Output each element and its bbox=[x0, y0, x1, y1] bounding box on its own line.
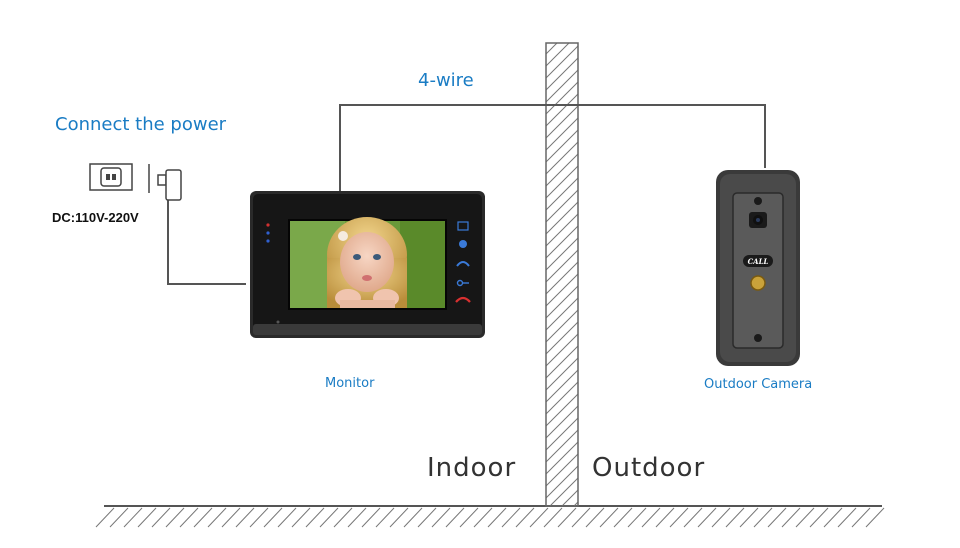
ground-hatch-line bbox=[291, 507, 311, 528]
ground-hatch-line bbox=[473, 507, 493, 528]
ground-hatch-line bbox=[417, 507, 437, 528]
ground-hatch-line bbox=[487, 507, 507, 528]
ground-hatch-line bbox=[683, 507, 703, 528]
ground-hatch-line bbox=[543, 507, 563, 528]
ground-hatch-line bbox=[389, 507, 409, 528]
monitor-talk-button-icon[interactable] bbox=[456, 261, 470, 267]
ground-hatch-line bbox=[151, 507, 171, 528]
ground-hatch-line bbox=[95, 507, 115, 528]
monitor-device bbox=[250, 191, 485, 338]
ground-hatch-line bbox=[193, 507, 213, 528]
ground-hatch-line bbox=[599, 507, 619, 528]
monitor-label: Monitor bbox=[325, 376, 375, 391]
ground-hatch-line bbox=[235, 507, 255, 528]
ground-hatch-line bbox=[515, 507, 535, 528]
ground-hatch-line bbox=[249, 507, 269, 528]
ground-hatch-line bbox=[501, 507, 521, 528]
ground-hatch-line bbox=[445, 507, 465, 528]
ground-hatch-line bbox=[781, 507, 801, 528]
wall bbox=[545, 42, 579, 507]
ground-hatch-line bbox=[669, 507, 689, 528]
ground-hatch-line bbox=[809, 507, 829, 528]
ground-hatch-line bbox=[165, 507, 185, 528]
voltage-label: DC:110V-220V bbox=[52, 210, 139, 225]
ground-hatch-line bbox=[711, 507, 731, 528]
indoor-label: Indoor bbox=[427, 453, 517, 483]
monitor-hangup-button-icon[interactable] bbox=[455, 296, 471, 303]
call-label: CALL bbox=[748, 257, 769, 266]
outdoor-camera-label: Outdoor Camera bbox=[704, 377, 813, 392]
monitor-intercom-button-icon[interactable] bbox=[459, 240, 467, 248]
connect-power-label: Connect the power bbox=[55, 114, 227, 135]
ground-hatch-line bbox=[137, 507, 157, 528]
call-button[interactable] bbox=[750, 275, 766, 291]
ground-hatch-line bbox=[361, 507, 381, 528]
power-outlet-icon bbox=[89, 163, 133, 191]
ground-hatch-line bbox=[459, 507, 479, 528]
monitor-unlock-button-icon[interactable] bbox=[456, 279, 470, 287]
ground-hatch-line bbox=[823, 507, 843, 528]
ground-hatch-line bbox=[627, 507, 647, 528]
ground-hatch-line bbox=[347, 507, 367, 528]
ground-hatch-line bbox=[179, 507, 199, 528]
ground-hatch-line bbox=[725, 507, 745, 528]
ground-hatch-line bbox=[375, 507, 395, 528]
four-wire-label: 4-wire bbox=[418, 70, 474, 91]
ground-hatch-line bbox=[641, 507, 661, 528]
ground-hatch-line bbox=[655, 507, 675, 528]
ground-hatch-line bbox=[333, 507, 353, 528]
ground-hatch-line bbox=[585, 507, 605, 528]
ground-hatch-line bbox=[277, 507, 297, 528]
ground-hatch-line bbox=[123, 507, 143, 528]
ground-hatch-line bbox=[851, 507, 871, 528]
ground-hatch-line bbox=[571, 507, 591, 528]
four-wire-cable bbox=[339, 104, 766, 191]
monitor-monitor-button-icon[interactable] bbox=[457, 221, 469, 231]
ground-hatch-line bbox=[837, 507, 857, 528]
ground-hatch-line bbox=[431, 507, 451, 528]
ground-hatch-line bbox=[697, 507, 717, 528]
ground-hatch-line bbox=[319, 507, 339, 528]
ground-hatch-line bbox=[529, 507, 549, 528]
ground-hatch-line bbox=[557, 507, 577, 528]
ground-hatch-line bbox=[403, 507, 423, 528]
ground-hatch-line bbox=[753, 507, 773, 528]
ground-hatch-line bbox=[739, 507, 759, 528]
ground-hatch-line bbox=[305, 507, 325, 528]
outdoor-camera-device: CALL bbox=[716, 170, 800, 366]
ground bbox=[95, 505, 885, 528]
ground-hatch-line bbox=[109, 507, 129, 528]
outdoor-label: Outdoor bbox=[592, 453, 706, 483]
ground-hatch-line bbox=[865, 507, 885, 528]
power-cable bbox=[167, 200, 246, 285]
ground-hatch-line bbox=[795, 507, 815, 528]
power-plug-icon bbox=[157, 169, 182, 201]
ground-hatch-line bbox=[221, 507, 241, 528]
monitor-screen-image bbox=[290, 217, 445, 308]
ground-hatch-line bbox=[613, 507, 633, 528]
ground-hatch-line bbox=[263, 507, 283, 528]
ground-hatch-line bbox=[767, 507, 787, 528]
ground-hatch-line bbox=[207, 507, 227, 528]
